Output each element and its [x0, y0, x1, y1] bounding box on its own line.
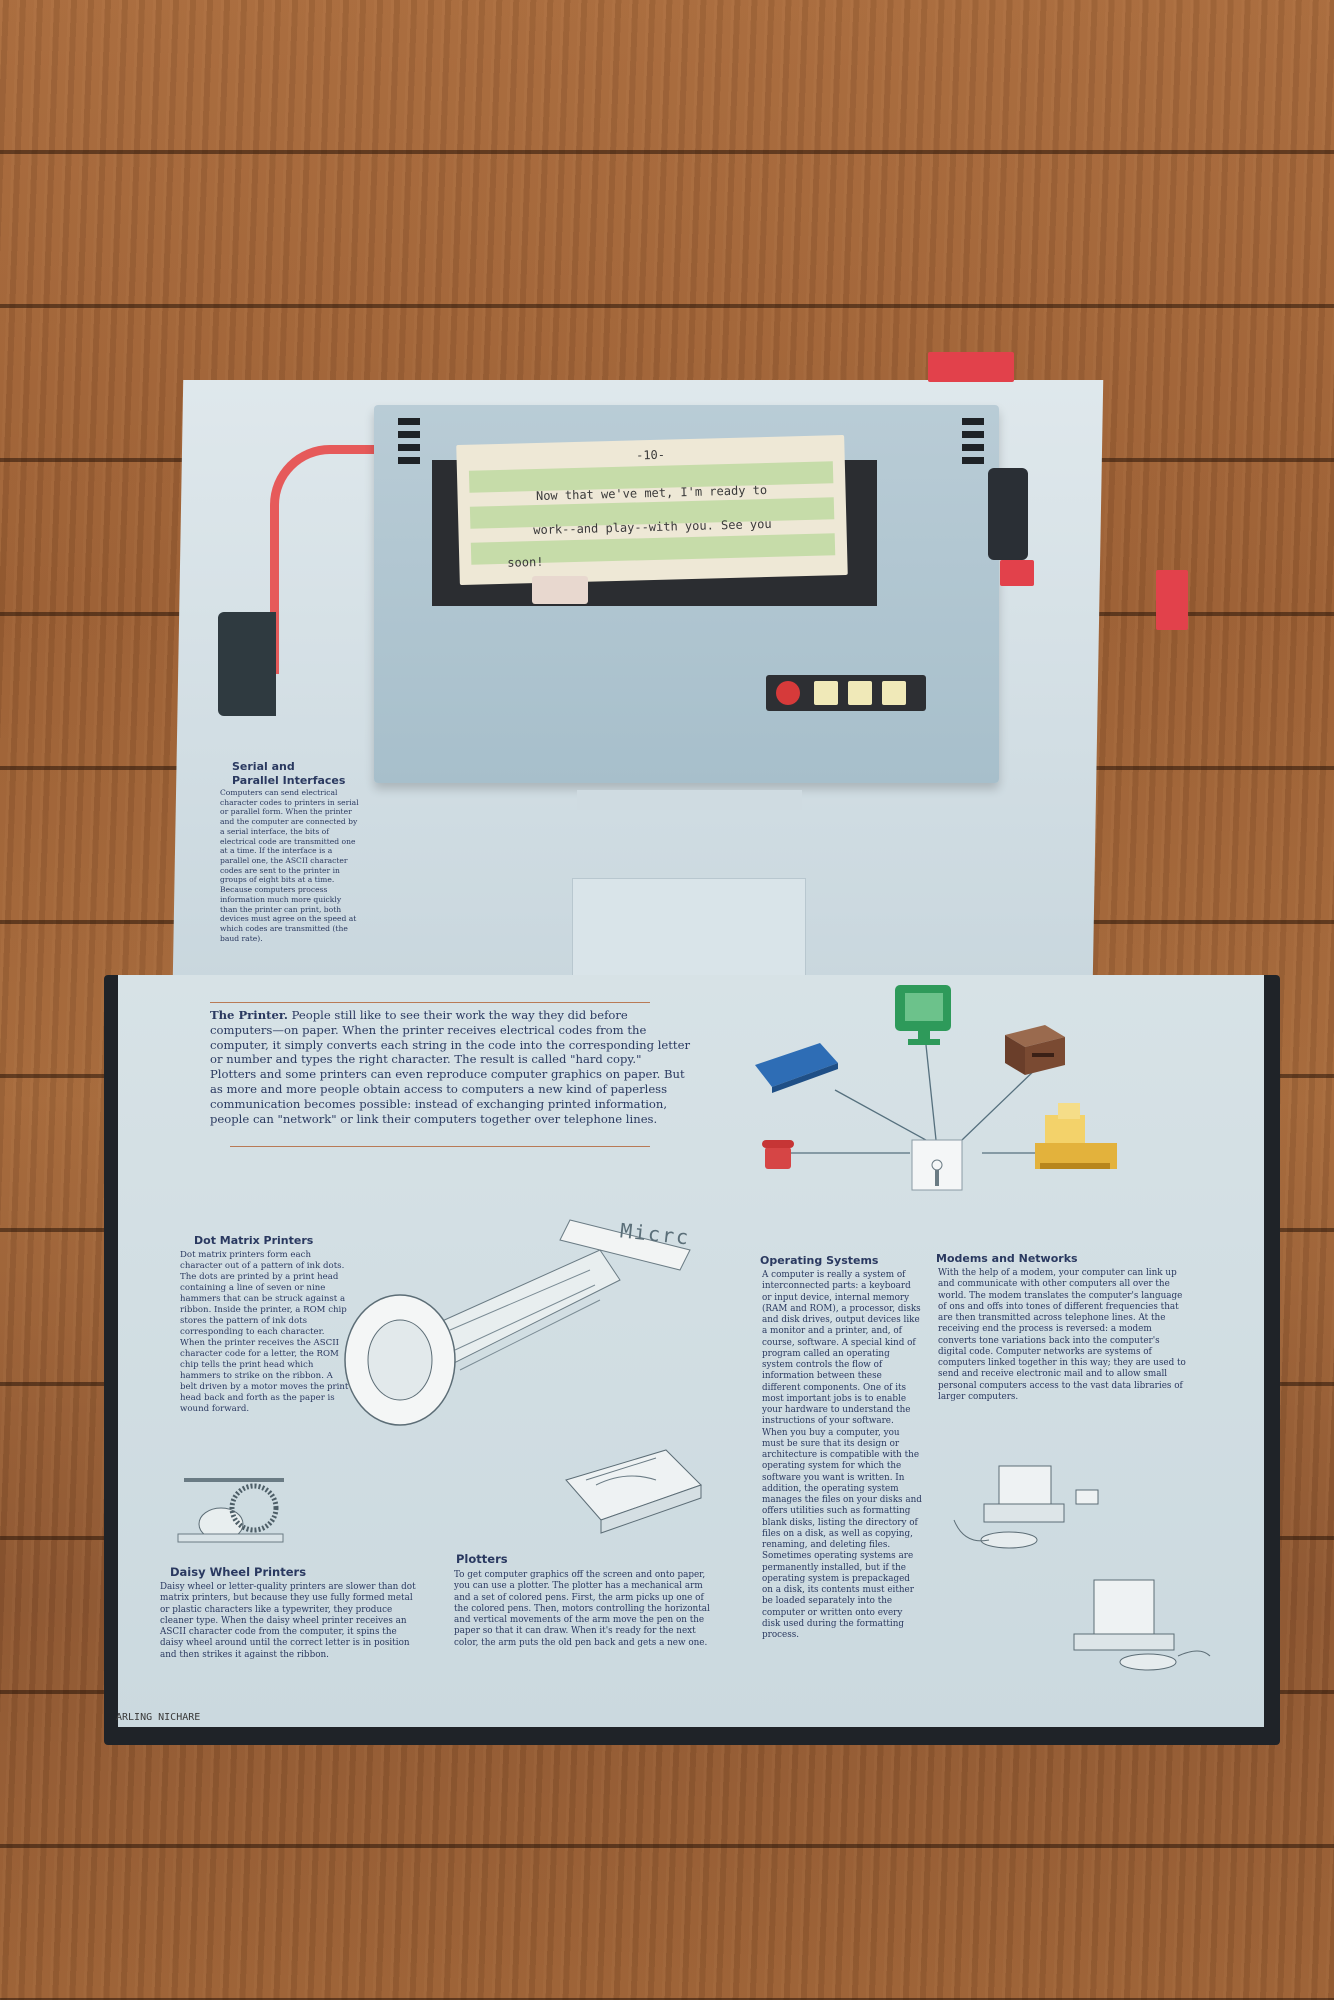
dot-matrix-title: Dot Matrix Printers — [194, 1234, 314, 1247]
hinge-flap — [572, 878, 806, 992]
os-body: A computer is really a system of interco… — [762, 1270, 922, 1640]
plotter-illustration — [565, 1449, 702, 1534]
side-red-tab[interactable] — [1156, 570, 1188, 630]
control-button-2[interactable] — [848, 681, 872, 705]
modem-computer-illustration-1 — [953, 1465, 1099, 1549]
printer-intro-body: People still like to see their work the … — [210, 1008, 690, 1126]
telephone-icon — [762, 1140, 794, 1169]
modems-body: With the help of a modem, your computer … — [938, 1268, 1186, 1402]
printer-control-panel — [766, 675, 926, 711]
interface-connector — [218, 612, 276, 716]
modem-computer-illustration-2 — [1073, 1579, 1211, 1671]
bottom-page — [118, 975, 1264, 1727]
printer-intro-lead: The Printer. — [210, 1008, 288, 1022]
serial-title: Serial and Parallel Interfaces — [232, 760, 346, 787]
plotters-title: Plotters — [456, 1552, 508, 1566]
top-red-tab[interactable] — [928, 352, 1014, 382]
printer-intro: The Printer. People still like to see th… — [210, 1008, 690, 1127]
daisy-body: Daisy wheel or letter-quality printers a… — [160, 1582, 416, 1660]
printer-cable — [270, 445, 389, 674]
plotters-body: To get computer graphics off the screen … — [454, 1570, 710, 1648]
network-diagram — [755, 985, 1117, 1191]
disk-drive-icon — [1005, 1025, 1065, 1075]
printed-paper[interactable]: -10- Now that we've met, I'm ready to wo… — [456, 434, 848, 586]
printer-base — [577, 790, 802, 810]
os-title: Operating Systems — [760, 1254, 879, 1267]
daisy-title: Daisy Wheel Printers — [170, 1565, 307, 1579]
pull-tab[interactable] — [1000, 560, 1034, 586]
print-head-illustration — [344, 1219, 691, 1426]
platen-knob — [988, 468, 1028, 560]
modems-title: Modems and Networks — [936, 1252, 1078, 1265]
floppy-disk-icon — [911, 1139, 963, 1191]
control-button-1[interactable] — [814, 681, 838, 705]
left-vent-icon — [398, 418, 420, 470]
serial-body: Computers can send electrical character … — [220, 788, 359, 943]
print-head — [532, 576, 588, 604]
control-button-3[interactable] — [882, 681, 906, 705]
signature: ARLING NICHARE — [116, 1712, 201, 1723]
intro-bottom-divider — [230, 1146, 650, 1147]
right-vent-icon — [962, 418, 984, 470]
daisy-wheel-illustration — [177, 1478, 284, 1543]
keyboard-icon — [755, 1043, 838, 1093]
intro-top-divider — [210, 1002, 650, 1003]
power-button[interactable] — [776, 681, 800, 705]
monitor-icon — [895, 985, 951, 1045]
dot-matrix-body: Dot matrix printers form each character … — [180, 1250, 349, 1414]
printer-icon — [1035, 1103, 1117, 1169]
